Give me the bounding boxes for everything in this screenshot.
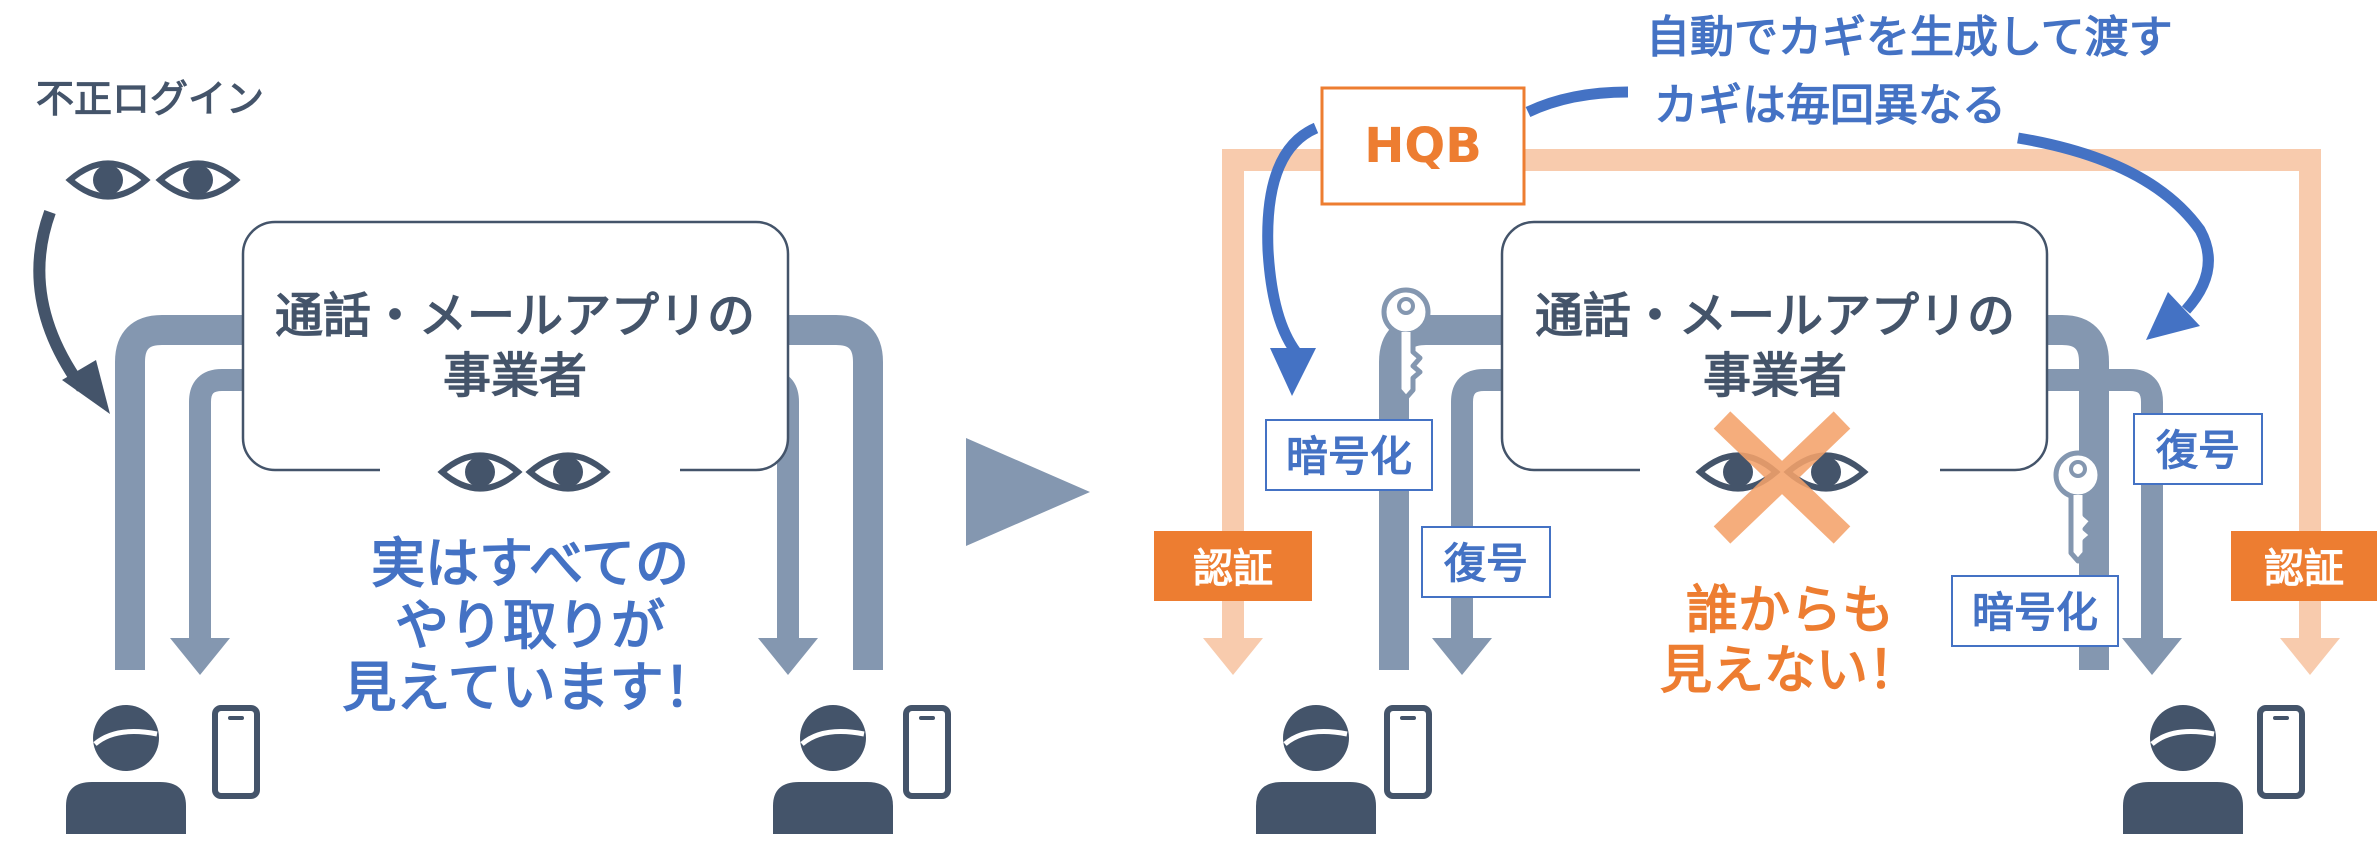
cross-mark-icon	[1713, 411, 1851, 544]
eye-icon	[70, 164, 146, 197]
before-panel: 通話・メールアプリの 事業者 不正ログイン 実はすべての やり取りが 見えていま…	[33, 77, 948, 834]
encrypt-left-label: 暗号化	[1286, 432, 1412, 481]
eye-icon	[530, 456, 606, 489]
encrypt-left-box	[1265, 419, 1433, 491]
intruder-arrowhead	[62, 360, 110, 414]
key-arrow-mid	[1525, 86, 1629, 117]
after-panel: 通話・メールアプリの 事業者 誰からも 見えない！ 暗号化 復号 復号 暗号化 …	[1154, 12, 2377, 834]
auth-route	[1222, 149, 2321, 640]
after-arrowhead-right	[2122, 638, 2182, 675]
warning-line1: 実はすべての	[371, 532, 689, 595]
user-icon	[1256, 705, 1376, 834]
decrypt-left-label: 復号	[1443, 539, 1528, 588]
before-arrowhead-left	[170, 638, 230, 675]
decrypt-right-label: 復号	[2155, 426, 2240, 475]
auth-arrowhead-left	[1203, 638, 1263, 675]
safe-line1: 誰からも	[1686, 581, 1894, 641]
eye-icon	[160, 164, 236, 197]
user-icon	[66, 705, 186, 834]
key-note-line1: 自動でカギを生成して渡す	[1646, 12, 2173, 63]
after-provider-line1: 通話・メールアプリの	[1535, 288, 2015, 344]
auth-left-label: 認証	[1193, 546, 1273, 592]
safe-line2: 見えない！	[1660, 641, 1920, 701]
smartphone-icon	[906, 708, 948, 796]
after-provider-box	[1500, 220, 2049, 472]
before-provider-box	[241, 220, 790, 472]
hqb-label: HQB	[1364, 118, 1482, 174]
auth-arrowhead-right	[2280, 638, 2340, 675]
key-arrow-right	[2017, 132, 2214, 314]
key-note-line2: カギは毎回異なる	[1654, 80, 2006, 131]
before-provider-line1: 通話・メールアプリの	[275, 288, 755, 344]
smartphone-icon	[215, 708, 257, 796]
intruder-label: 不正ログイン	[36, 77, 264, 121]
warning-line2: やり取りが	[395, 594, 665, 657]
user-icon	[773, 705, 893, 834]
before-provider-line2: 事業者	[443, 348, 587, 404]
hqb-box	[1320, 86, 1526, 206]
warning-line3: 見えています！	[342, 656, 717, 719]
encrypt-right-box	[1951, 575, 2119, 647]
auth-right-badge	[2231, 531, 2377, 601]
key-arrow-right-head	[2146, 292, 2200, 340]
encrypt-right-label: 暗号化	[1972, 588, 2098, 637]
auth-left-badge	[1154, 531, 1312, 601]
user-icon	[2123, 705, 2243, 834]
key-arrow-left-head	[1270, 348, 1316, 396]
after-provider-line2: 事業者	[1703, 348, 1847, 404]
intruder-arrow	[33, 209, 87, 392]
auth-right-label: 認証	[2264, 546, 2344, 592]
before-arrowhead-right	[758, 638, 818, 675]
key-arrow-left	[1262, 122, 1319, 356]
triangle-right-icon	[966, 438, 1090, 546]
after-arrowhead-left	[1432, 638, 1492, 675]
decrypt-left-box	[1421, 526, 1551, 598]
decrypt-right-box	[2133, 413, 2263, 485]
smartphone-icon	[2260, 708, 2302, 796]
smartphone-icon	[1387, 708, 1429, 796]
eye-icon	[442, 456, 518, 489]
